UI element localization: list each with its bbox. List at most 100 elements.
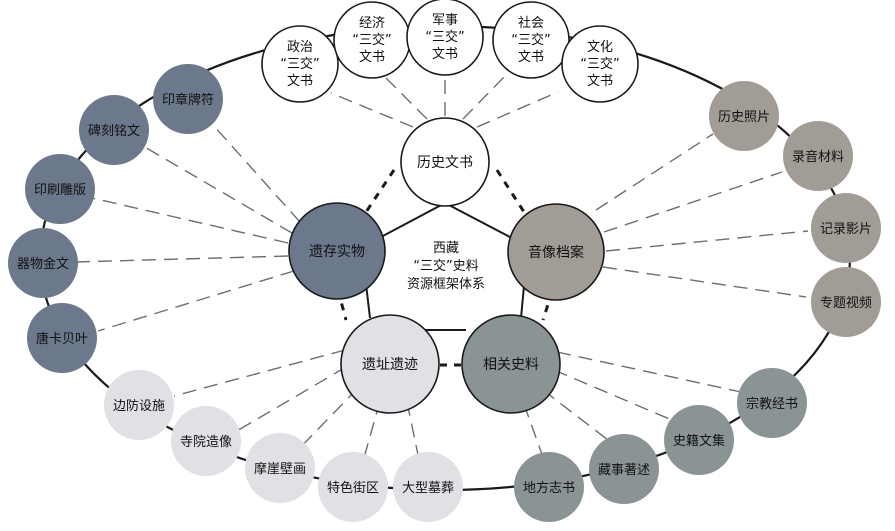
dashed-spokes (75, 69, 809, 475)
audiovisual-leaf-label: 记录影片 (820, 222, 872, 237)
docs-leaf: 经济 “三交” 文书 (333, 1, 411, 79)
hub-sites-label: 遗址遗迹 (362, 357, 418, 373)
docs-leaf-circle (406, 0, 484, 76)
sites-leaf-circle (318, 452, 388, 522)
related-leaf-label: 史籍文集 (673, 433, 725, 449)
relics-leaf-circle (79, 95, 149, 165)
docs-leaf: 政治 “三交” 文书 (261, 25, 339, 103)
docs-leaf-circle (561, 25, 639, 103)
center-title: 西藏 “三交”史料 资源框架体系 (407, 241, 485, 292)
docs-leaf-line: 文书 (287, 74, 313, 89)
relics-leaf-circle (27, 303, 97, 373)
audiovisual-leaf: 历史照片 (709, 81, 779, 151)
related-leaf-circle (589, 434, 659, 504)
docs-leaf-line: 政治 (287, 40, 313, 55)
sites-leaf: 特色街区 (318, 452, 388, 522)
related-leaf-label: 宗教经书 (746, 396, 798, 412)
related-leaf: 史籍文集 (664, 405, 734, 475)
relics-leaf: 器物金文 (8, 228, 78, 298)
hub-sites: 遗址遗迹 (340, 314, 440, 414)
sites-leaf: 寺院造像 (171, 406, 241, 476)
hub-related: 相关史料 (461, 314, 561, 414)
hub-related-label: 相关史料 (483, 357, 539, 373)
related-leaf-label: 地方志书 (523, 480, 575, 496)
audiovisual-leaf-circle (811, 193, 881, 263)
related-leaf-circle (664, 405, 734, 475)
docs-leaf-circle (492, 1, 570, 79)
sites-leaf-circle (104, 370, 174, 440)
audiovisual-leaf: 专题视频 (811, 267, 881, 337)
hub-sites-circle (340, 314, 440, 414)
related-leaf-label: 藏事著述 (598, 463, 650, 478)
hub-docs: 历史文书 (400, 117, 490, 207)
docs-leaf-circle (261, 25, 339, 103)
relics-leaf-label: 器物金文 (17, 256, 69, 272)
center-title-line-3: 资源框架体系 (407, 277, 485, 292)
relics-leaf-label: 碑刻铭文 (88, 123, 140, 139)
docs-leaf-line: 社会 (518, 15, 544, 31)
relics-leaf-label: 唐卡贝叶 (36, 331, 88, 347)
sites-leaf-label: 寺院造像 (180, 435, 232, 450)
related-leaf: 宗教经书 (737, 368, 807, 438)
related-leaf: 地方志书 (514, 452, 584, 522)
sites-leaf: 摩崖壁画 (245, 433, 315, 503)
audiovisual-leaf-circle (811, 267, 881, 337)
hub-related-circle (461, 314, 561, 414)
hub-audiovisual-label: 音像档案 (528, 244, 584, 261)
relics-leaf-label: 印刷雕版 (34, 183, 86, 198)
docs-leaf-line: “三交” (511, 32, 550, 48)
sites-leaf-label: 大型墓葬 (402, 481, 454, 496)
relics-leaf-circle (8, 228, 78, 298)
docs-leaf-line: “三交” (425, 29, 464, 45)
sites-leaf: 大型墓葬 (393, 452, 463, 522)
hub-docs-label: 历史文书 (417, 155, 473, 171)
relics-leaf: 碑刻铭文 (79, 95, 149, 165)
sites-leaf-circle (245, 433, 315, 503)
relics-leaf: 印刷雕版 (25, 154, 95, 224)
docs-leaf-line: 文书 (587, 74, 613, 89)
related-leaf: 藏事著述 (589, 434, 659, 504)
center-title-line-2: “三交”史料 (413, 258, 478, 274)
related-leaf-circle (737, 368, 807, 438)
sites-leaf-circle (171, 406, 241, 476)
sites-leaf-label: 特色街区 (327, 480, 379, 496)
hub-relics-label: 遗存实物 (309, 244, 365, 260)
docs-leaf-line: 文化 (587, 40, 613, 55)
relics-leaf-circle (153, 64, 223, 134)
related-leaf-circle (514, 452, 584, 522)
relics-leaf-label: 印章牌符 (162, 92, 214, 108)
audiovisual-leaf-label: 历史照片 (718, 110, 770, 125)
docs-leaf-line: “三交” (280, 56, 319, 72)
relics-leaf-circle (25, 154, 95, 224)
hub-relics: 遗存实物 (288, 202, 386, 300)
audiovisual-leaf: 记录影片 (811, 193, 881, 263)
docs-leaf-line: 军事 (432, 13, 458, 28)
docs-leaf-line: “三交” (352, 32, 391, 48)
sites-leaf-label: 摩崖壁画 (254, 461, 306, 477)
sites-leaf-label: 边防设施 (113, 398, 165, 414)
relics-leaf: 印章牌符 (153, 64, 223, 134)
audiovisual-leaf-circle (709, 81, 779, 151)
audiovisual-leaf-label: 专题视频 (820, 296, 872, 311)
sites-leaf-circle (393, 452, 463, 522)
hub-audiovisual: 音像档案 (507, 203, 605, 301)
docs-leaf-line: 文书 (518, 50, 544, 65)
docs-leaf-line: 经济 (359, 16, 385, 31)
hub-audiovisual-circle (507, 203, 605, 301)
docs-leaf-line: “三交” (580, 56, 619, 72)
sites-leaf: 边防设施 (104, 370, 174, 440)
docs-leaf-line: 文书 (359, 50, 385, 65)
audiovisual-leaf: 录音材料 (783, 121, 853, 191)
audiovisual-leaf-label: 录音材料 (792, 149, 844, 165)
docs-leaf: 文化 “三交” 文书 (561, 25, 639, 103)
relics-leaf: 唐卡贝叶 (27, 303, 97, 373)
docs-leaf: 军事 “三交” 文书 (406, 0, 484, 76)
hub-docs-circle (400, 117, 490, 207)
docs-leaf: 社会 “三交” 文书 (492, 1, 570, 79)
center-title-line-1: 西藏 (433, 241, 459, 256)
hub-relics-circle (288, 202, 386, 300)
pentagon-links (365, 202, 525, 331)
docs-leaf-line: 文书 (432, 47, 458, 62)
audiovisual-leaf-circle (783, 121, 853, 191)
